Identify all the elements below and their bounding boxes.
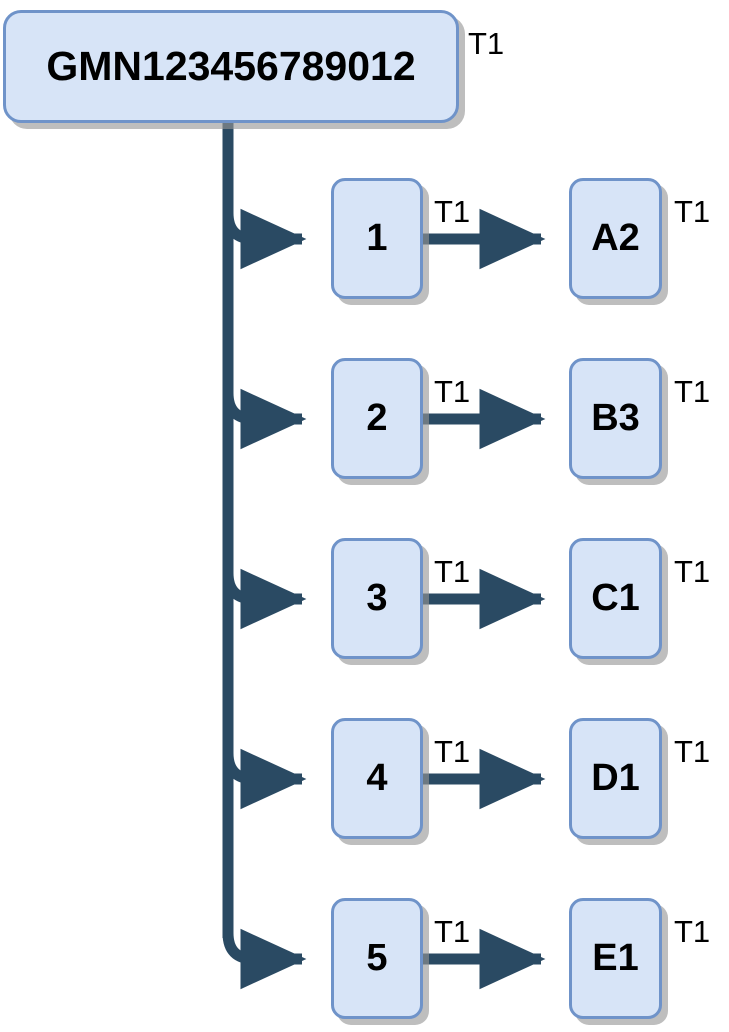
node-end-4-tag: T1: [674, 734, 711, 769]
node-end-3[interactable]: C1: [569, 538, 662, 659]
edge-label-5: T1: [434, 914, 471, 949]
node-mid-4[interactable]: 4: [331, 718, 423, 839]
branch-connector-2: [222, 388, 307, 450]
branch-connector-5: [222, 928, 307, 990]
node-end-5-tag: T1: [674, 914, 711, 949]
node-root-tag: T1: [468, 26, 505, 61]
node-end-2[interactable]: B3: [569, 358, 662, 479]
node-mid-5[interactable]: 5: [331, 898, 423, 1019]
branch-connector-1: [222, 208, 307, 270]
edge-label-2: T1: [434, 374, 471, 409]
node-root[interactable]: GMN123456789012: [3, 10, 459, 123]
node-end-3-tag: T1: [674, 554, 711, 589]
node-end-1-tag: T1: [674, 194, 711, 229]
node-end-2-tag: T1: [674, 374, 711, 409]
edge-label-3: T1: [434, 554, 471, 589]
edge-label-1: T1: [434, 194, 471, 229]
node-mid-1[interactable]: 1: [331, 178, 423, 299]
node-end-4[interactable]: D1: [569, 718, 662, 839]
node-end-1[interactable]: A2: [569, 178, 662, 299]
node-mid-2[interactable]: 2: [331, 358, 423, 479]
branch-connector-4: [222, 748, 307, 810]
node-mid-3[interactable]: 3: [331, 538, 423, 659]
node-end-5[interactable]: E1: [569, 898, 662, 1019]
edge-label-4: T1: [434, 734, 471, 769]
branch-connector-3: [222, 568, 307, 630]
